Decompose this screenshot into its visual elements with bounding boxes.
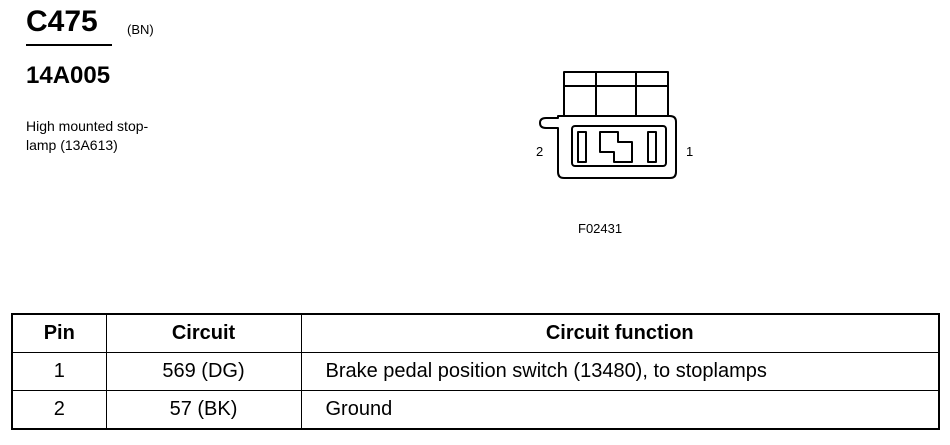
header-pin: Pin bbox=[11, 313, 107, 353]
cell-circuit-function: Brake pedal position switch (13480), to … bbox=[300, 352, 940, 391]
pin-label-2: 2 bbox=[536, 144, 544, 159]
cell-pin: 1 bbox=[11, 352, 107, 391]
pinout-table: Pin Circuit Circuit function 1 569 (DG) … bbox=[11, 313, 940, 430]
terminal-key bbox=[599, 131, 633, 163]
table-row: 2 57 (BK) Ground bbox=[11, 390, 940, 430]
cell-circuit-function: Ground bbox=[300, 390, 940, 430]
header-circuit: Circuit bbox=[105, 313, 302, 353]
connector-latch bbox=[563, 71, 669, 117]
description-line-1: High mounted stop- bbox=[26, 118, 149, 134]
table-row: 1 569 (DG) Brake pedal position switch (… bbox=[11, 352, 940, 391]
header-circuit-function: Circuit function bbox=[300, 313, 940, 353]
component-description: High mounted stop- lamp (13A613) bbox=[26, 117, 206, 155]
connector-body bbox=[539, 115, 677, 179]
pin-label-1: 1 bbox=[686, 144, 694, 159]
connector-id: C475 bbox=[26, 5, 98, 38]
terminal-pin-2 bbox=[577, 131, 587, 163]
cell-circuit: 569 (DG) bbox=[105, 352, 302, 391]
connector-id-underline bbox=[26, 44, 112, 46]
table-header-row: Pin Circuit Circuit function bbox=[11, 313, 940, 353]
description-line-2: lamp (13A613) bbox=[26, 137, 118, 153]
cell-pin: 2 bbox=[11, 390, 107, 430]
terminal-pin-1 bbox=[647, 131, 657, 163]
connector-color: (BN) bbox=[127, 22, 154, 37]
connector-cavity bbox=[571, 125, 667, 167]
connector-face-diagram bbox=[539, 71, 677, 179]
part-number: 14A005 bbox=[26, 62, 111, 89]
figure-id: F02431 bbox=[578, 221, 623, 236]
cell-circuit: 57 (BK) bbox=[105, 390, 302, 430]
